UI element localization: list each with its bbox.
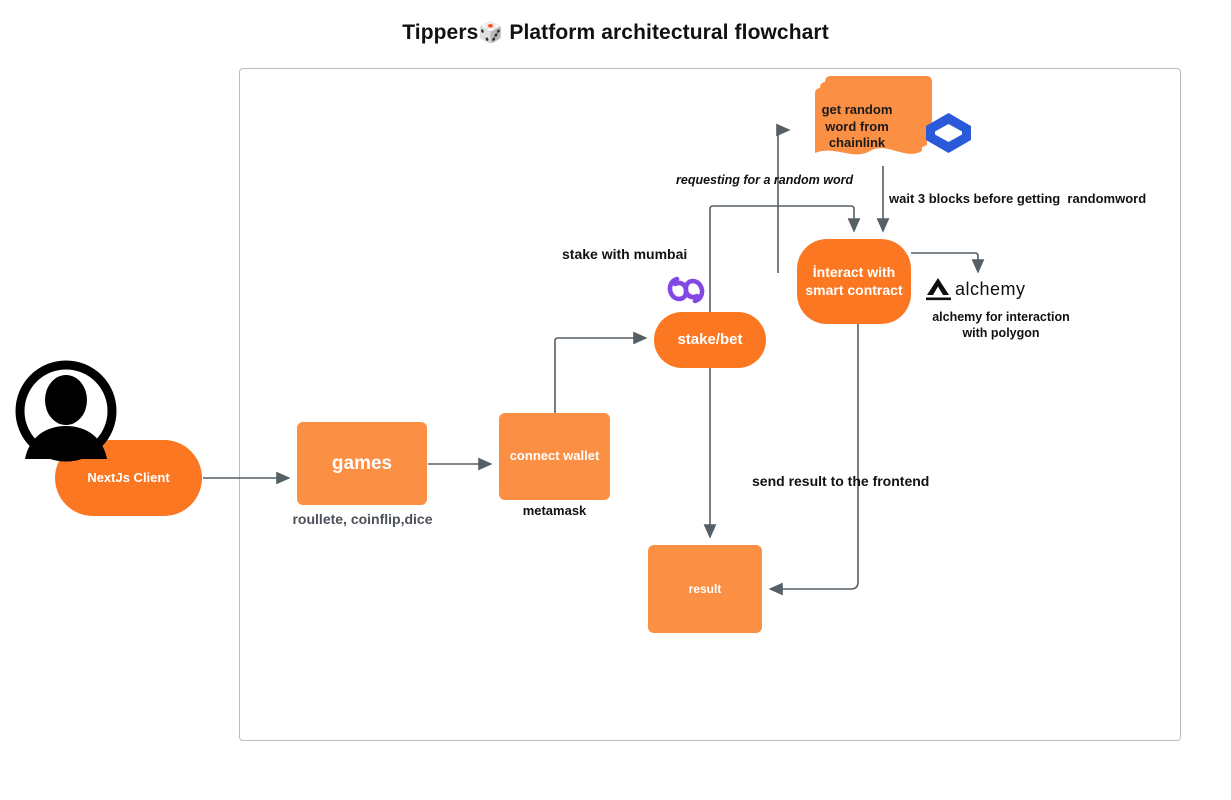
node-connect-wallet[interactable]: connect wallet xyxy=(499,413,610,500)
chainlink-line-3: chainlink xyxy=(828,135,886,151)
node-result-label: result xyxy=(688,581,722,596)
chainlink-line-2: word from xyxy=(825,118,889,134)
caption-metamask: metamask xyxy=(522,503,587,518)
alchemy-logo-icon: alchemy xyxy=(925,275,1050,301)
contract-line-2: smart contract xyxy=(805,281,903,298)
dice-icon: 🎲 xyxy=(478,22,504,44)
node-interact-smart-contract[interactable]: İnteract with smart contract xyxy=(797,239,911,324)
node-connect-wallet-label: connect wallet xyxy=(509,448,600,464)
page-title: Tippers🎲 Platform architectural flowchar… xyxy=(0,20,1231,45)
edge-contract-result xyxy=(768,324,859,596)
edge-connect-stake xyxy=(554,331,648,413)
node-nextjs-client-label: NextJs Client xyxy=(87,469,170,485)
node-games-label: games xyxy=(331,452,393,474)
diagram-frame xyxy=(239,68,1181,741)
stacked-document-shape xyxy=(815,76,932,155)
edge-label-send-result: send result to the frontend xyxy=(752,473,930,489)
polygon-logo-icon xyxy=(667,276,705,304)
caption-alchemy-line-2: with polygon xyxy=(962,326,1040,341)
node-get-random-word-chainlink[interactable]: get random word from chainlink xyxy=(797,76,932,173)
caption-alchemy-line-1: alchemy for interaction xyxy=(932,310,1070,324)
node-stake-bet-label: stake/bet xyxy=(677,330,743,348)
edge-label-wait-blocks: wait 3 blocks before getting randomword xyxy=(889,191,1147,206)
node-chainlink-label: get random word from chainlink xyxy=(805,102,909,152)
node-stake-bet[interactable]: stake/bet xyxy=(654,312,766,368)
node-games[interactable]: games xyxy=(297,422,427,505)
node-interact-smart-contract-label: İnteract with smart contract xyxy=(805,264,902,299)
edge-label-requesting-random-word: requesting for a random word xyxy=(676,173,854,187)
caption-alchemy: alchemy for interaction with polygon xyxy=(906,309,1096,342)
page-title-suffix: Platform architectural flowchart xyxy=(503,21,829,44)
edge-contract-chainlink xyxy=(776,123,791,273)
contract-line-1: İnteract with xyxy=(812,264,896,280)
chainlink-line-1: get random xyxy=(821,102,893,117)
edge-stake-contract xyxy=(709,205,861,312)
page-title-prefix: Tippers xyxy=(402,21,479,44)
user-avatar-icon xyxy=(15,360,117,462)
edge-label-stake-with-mumbai: stake with mumbai xyxy=(562,246,688,262)
node-result[interactable]: result xyxy=(648,545,762,633)
svg-text:alchemy: alchemy xyxy=(955,279,1026,299)
chainlink-logo-icon xyxy=(926,113,971,153)
caption-games: roullete, coinflip,dice xyxy=(292,511,433,527)
edge-contract-alchemy xyxy=(911,252,985,274)
